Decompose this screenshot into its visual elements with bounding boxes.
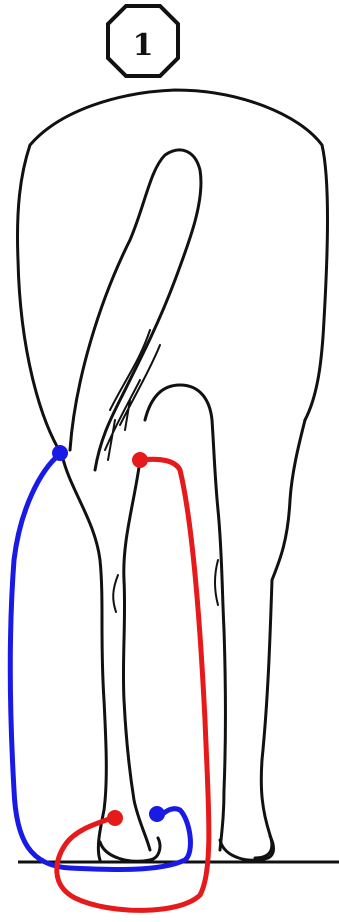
hock-detail-right (215, 560, 218, 605)
blue-measurement-loop (10, 445, 190, 870)
hock-detail-left (113, 575, 118, 612)
left-leg-outline (62, 455, 106, 860)
blue-loop-line (10, 454, 190, 870)
badge-number: 1 (133, 28, 154, 63)
blue-start-dot (52, 445, 68, 461)
step-number-badge: 1 (108, 6, 178, 76)
red-start-dot (132, 452, 148, 468)
left-leg-inner-outline (123, 460, 150, 850)
inner-leg-gap (145, 385, 218, 510)
rump-outline (18, 90, 328, 455)
red-end-dot (107, 810, 123, 826)
red-measurement-loop (57, 452, 209, 910)
horse-outline (18, 90, 328, 861)
red-loop-line (57, 459, 209, 910)
right-thigh-outline (255, 420, 305, 858)
tail-hair-strokes (105, 330, 160, 460)
right-leg-inner-outline (218, 510, 226, 850)
tail-outline (70, 150, 201, 470)
blue-end-dot (149, 806, 165, 822)
